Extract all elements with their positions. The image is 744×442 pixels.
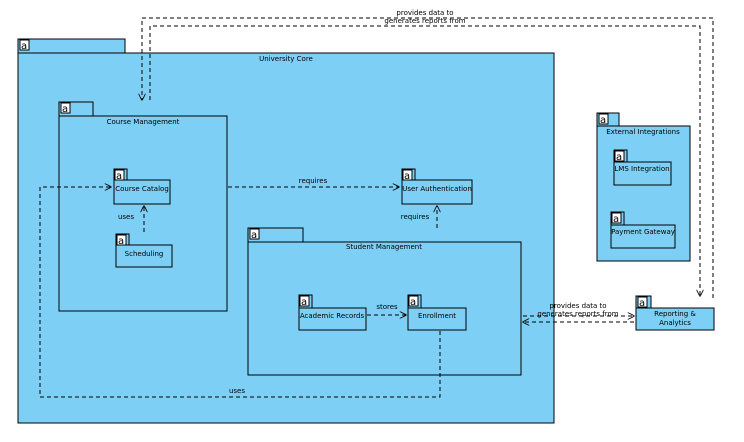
- package-enrollment[interactable]: a Enrollment: [407, 294, 467, 331]
- package-icon-glyph: a: [21, 41, 27, 52]
- package-icon: [114, 169, 125, 181]
- package-label: External Integrations: [606, 128, 680, 136]
- package-icon: [299, 295, 310, 307]
- edge-reporting-course-management[interactable]: [142, 17, 714, 298]
- package-icon-glyph: a: [616, 152, 622, 163]
- edge-label: provides data to: [549, 302, 606, 310]
- package-label: User Authentication: [402, 185, 472, 193]
- edge-label: requires: [401, 213, 430, 221]
- package-icon-glyph: a: [410, 297, 416, 308]
- package-icon: [614, 150, 625, 162]
- edge-label: provides data to: [396, 9, 453, 17]
- package-icon-glyph: a: [118, 236, 124, 247]
- package-user-authentication[interactable]: a User Authentication: [401, 168, 473, 205]
- edge-label: stores: [376, 303, 398, 311]
- package-icon: [60, 102, 71, 114]
- edge-course-management-reporting[interactable]: [149, 25, 700, 296]
- package-icon-glyph: a: [639, 298, 645, 309]
- edge-label: requires: [299, 177, 328, 185]
- package-icon: [637, 296, 648, 308]
- package-icon-glyph: a: [613, 214, 619, 225]
- package-icon-glyph: a: [62, 104, 68, 115]
- package-icon-glyph: a: [404, 171, 410, 182]
- package-icon-glyph: a: [116, 171, 122, 182]
- package-label: Scheduling: [125, 250, 164, 258]
- package-label: Course Catalog: [115, 185, 169, 193]
- package-payment-gateway[interactable]: a Payment Gateway: [610, 211, 676, 249]
- package-label: Reporting &: [654, 310, 696, 318]
- package-label: Academic Records: [300, 312, 365, 320]
- package-label: LMS Integration: [614, 165, 669, 173]
- package-icon: [611, 212, 622, 224]
- package-icon: [19, 39, 30, 51]
- edge-enrollment-uses-catalog[interactable]: [39, 187, 441, 398]
- package-label: Student Management: [346, 243, 422, 251]
- package-icon: [408, 295, 419, 307]
- package-icon: [249, 228, 260, 240]
- package-scheduling[interactable]: a Scheduling: [115, 233, 173, 268]
- package-student-management[interactable]: a Student Management: [247, 227, 522, 376]
- package-course-catalog[interactable]: a Course Catalog: [113, 168, 171, 205]
- edge-label: uses: [229, 387, 245, 395]
- package-academic-records[interactable]: a Academic Records: [298, 294, 367, 331]
- package-icon-glyph: a: [251, 230, 257, 241]
- package-label: Analytics: [659, 319, 691, 327]
- package-label: Course Management: [107, 118, 180, 126]
- package-icon: [402, 169, 413, 181]
- package-label: Payment Gateway: [611, 228, 675, 236]
- package-label: Enrollment: [418, 312, 456, 320]
- edge-label: generates reports from: [537, 310, 618, 318]
- package-icon-glyph: a: [301, 297, 307, 308]
- package-label: University Core: [259, 55, 313, 63]
- package-icon-glyph: a: [600, 115, 606, 126]
- package-reporting-analytics[interactable]: a Reporting & Analytics: [635, 295, 715, 331]
- package-icon: [598, 113, 609, 125]
- package-lms-integration[interactable]: a LMS Integration: [613, 149, 672, 186]
- edge-label: uses: [118, 213, 134, 221]
- package-course-management[interactable]: a Course Management: [58, 101, 228, 312]
- package-icon: [116, 234, 127, 246]
- edge-label: generates reports from: [384, 17, 465, 25]
